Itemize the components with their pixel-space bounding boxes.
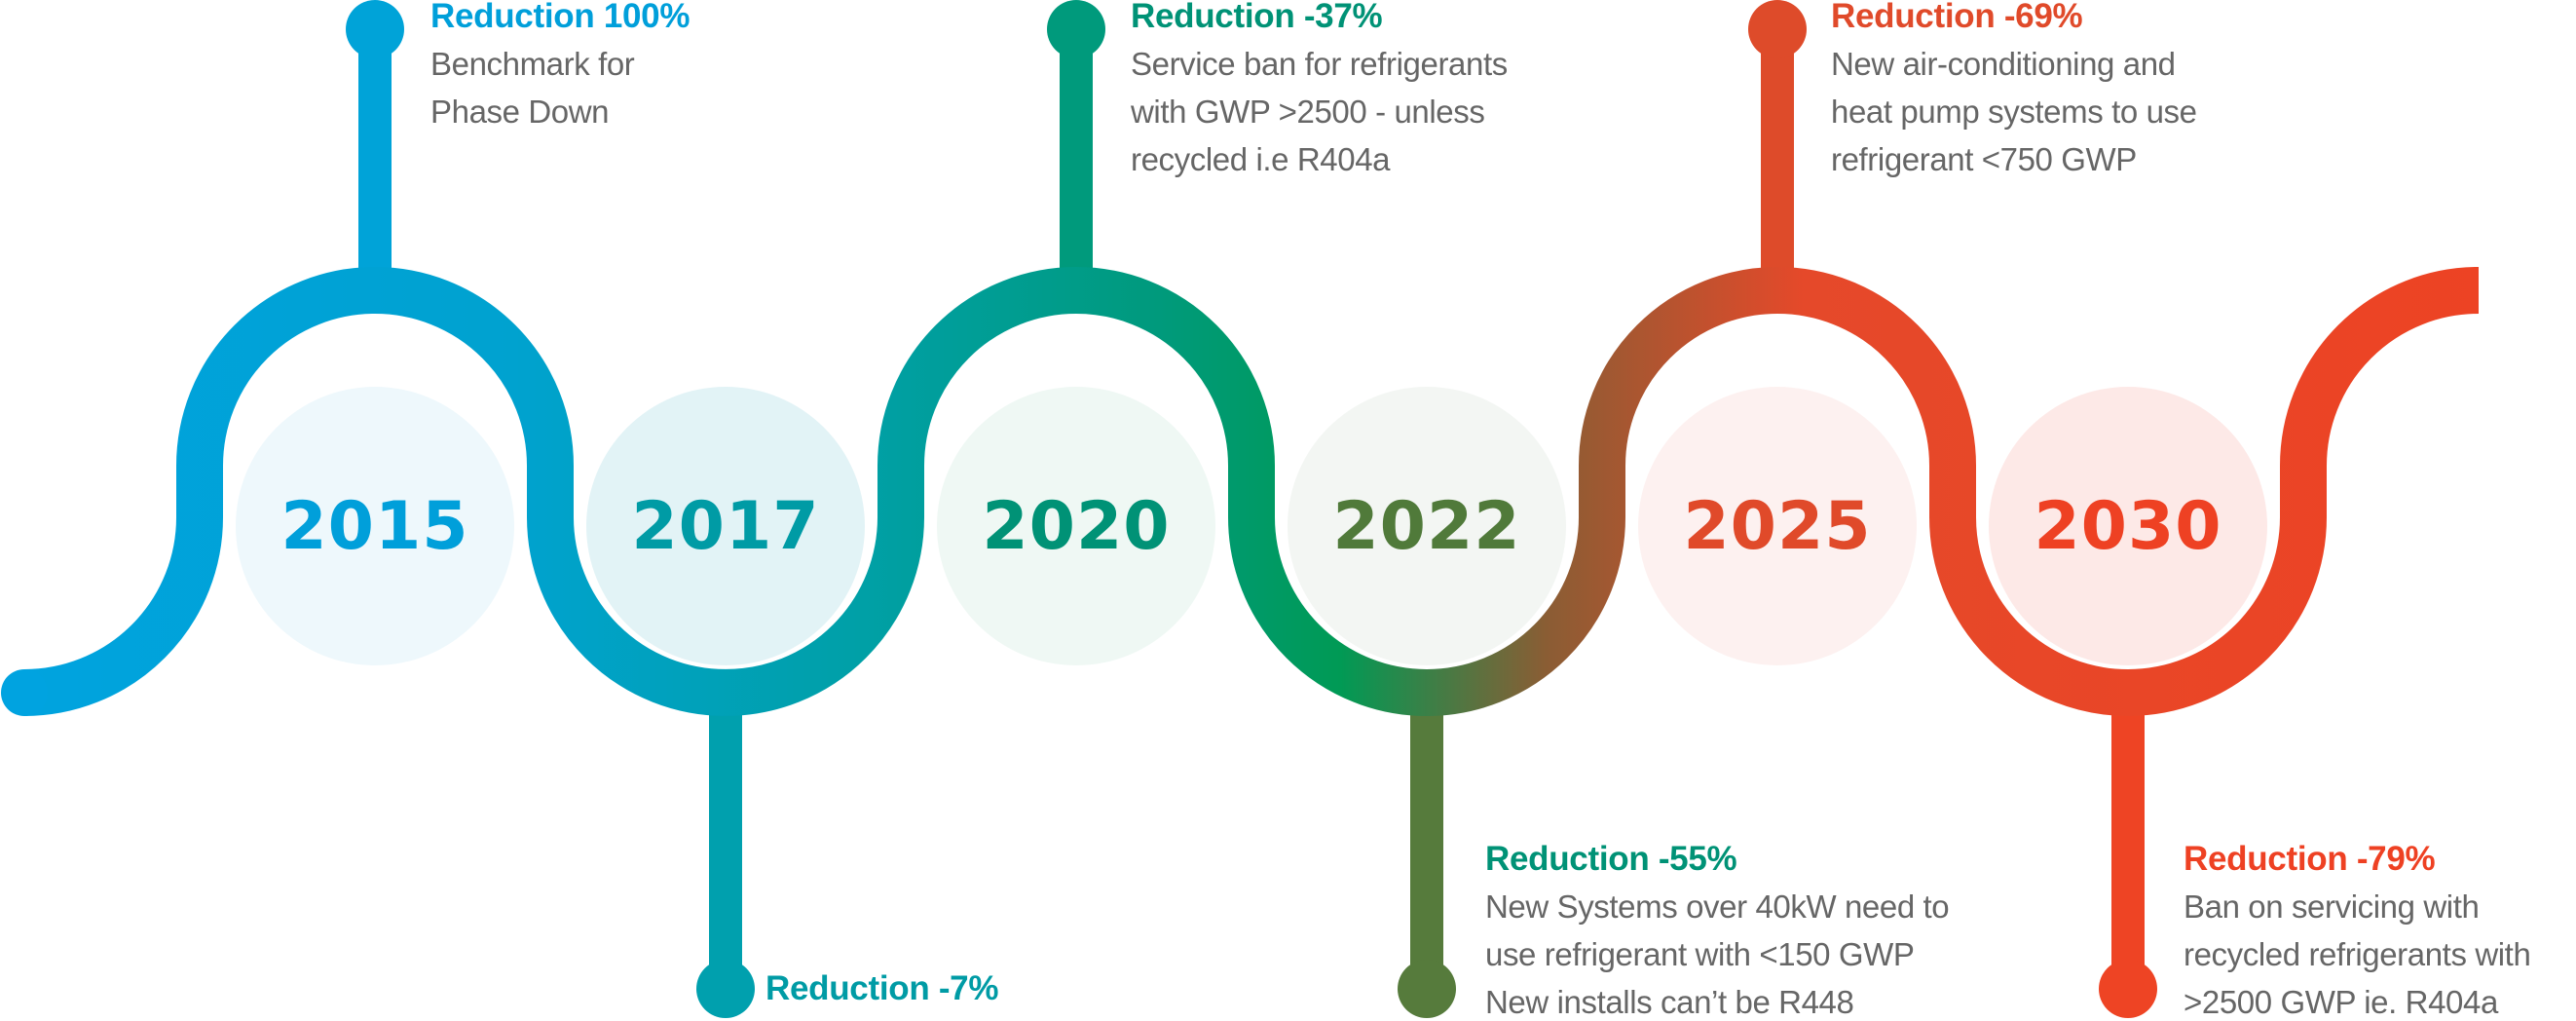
- stem-dot-2022: [1398, 960, 1456, 1018]
- reduction-title: Reduction -7%: [765, 969, 999, 1007]
- wave-start-cap: [1, 669, 48, 716]
- description-line: >2500 GWP ie. R404a: [2184, 984, 2498, 1020]
- year-circle-2030: 2030: [1989, 387, 2267, 665]
- reduction-title: Reduction 100%: [430, 0, 691, 35]
- year-label: 2017: [631, 487, 820, 565]
- year-circle-2025: 2025: [1638, 387, 1917, 665]
- year-circle-2020: 2020: [937, 387, 1215, 665]
- reduction-title: Reduction -55%: [1485, 840, 1737, 878]
- stem-2020: [1060, 29, 1093, 292]
- description-line: Benchmark for: [430, 46, 635, 82]
- year-label: 2022: [1332, 487, 1521, 565]
- year-circle-2015: 2015: [236, 387, 514, 665]
- stem-dot-2020: [1047, 0, 1105, 58]
- description-line: recycled refrigerants with: [2184, 936, 2531, 972]
- description-line: New air-conditioning and: [1831, 46, 2176, 82]
- description-line: Ban on servicing with: [2184, 889, 2480, 925]
- year-label: 2020: [982, 487, 1171, 565]
- stem-2015: [358, 29, 392, 292]
- description-line: Phase Down: [430, 94, 610, 130]
- wave-path: [23, 267, 2480, 716]
- description-line: use refrigerant with <150 GWP: [1485, 936, 1915, 972]
- stem-dot-2030: [2099, 960, 2157, 1018]
- stem-2030: [2111, 711, 2145, 989]
- description-line: refrigerant <750 GWP: [1831, 141, 2137, 177]
- stem-2022: [1410, 711, 1443, 989]
- stem-dot-2015: [346, 0, 404, 58]
- stem-dot-2017: [696, 960, 755, 1018]
- stem-dot-2025: [1748, 0, 1807, 58]
- description-line: heat pump systems to use: [1831, 94, 2197, 130]
- milestone-note-2020: Reduction -37% Service ban for refrigeran…: [1131, 0, 1508, 183]
- milestone-note-2022: Reduction -55% New Systems over 40kW need…: [1485, 835, 1950, 1021]
- reduction-title: Reduction -69%: [1831, 0, 2083, 35]
- year-label: 2015: [280, 487, 469, 565]
- year-label: 2030: [2034, 487, 2222, 565]
- stem-2017: [709, 711, 742, 989]
- year-label: 2025: [1683, 487, 1872, 565]
- description-line: recycled i.e R404a: [1131, 141, 1391, 177]
- reduction-title: Reduction -37%: [1131, 0, 1383, 35]
- milestone-note-2025: Reduction -69% New air-conditioning and he…: [1831, 0, 2197, 183]
- year-circle-2017: 2017: [586, 387, 865, 665]
- milestone-note-2030: Reduction -79% Ban on servicing with recyc…: [2184, 835, 2531, 1021]
- description-line: with GWP >2500 - unless: [1131, 94, 1485, 130]
- description-line: New installs can’t be R448: [1485, 984, 1854, 1020]
- reduction-title: Reduction -79%: [2184, 840, 2436, 878]
- year-circle-2022: 2022: [1288, 387, 1566, 665]
- milestone-note-2017: Reduction -7%: [765, 964, 998, 1012]
- description-line: Service ban for refrigerants: [1131, 46, 1508, 82]
- stem-2025: [1761, 29, 1794, 292]
- description-line: New Systems over 40kW need to: [1485, 889, 1950, 925]
